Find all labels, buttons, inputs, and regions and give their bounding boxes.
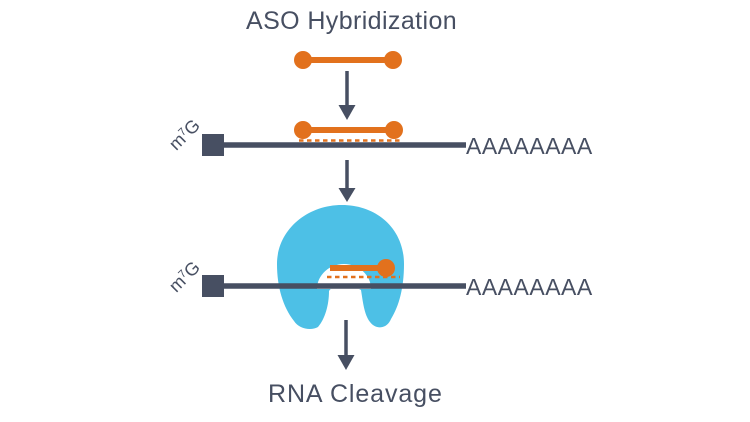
enzyme-cleavage-scene (202, 205, 466, 329)
aso-endpoint-dot-right (384, 51, 402, 69)
down-arrow-icon-2 (338, 160, 356, 202)
diagram-title: ASO Hybridization (246, 7, 458, 35)
arrow-head (337, 355, 355, 370)
poly-a-tail-label-bottom: AAAAAAAA (466, 274, 593, 300)
aso-endpoint-dot-right (377, 259, 395, 277)
down-arrow-icon-3 (337, 320, 355, 370)
aso-oligo-free (294, 51, 402, 69)
aso-endpoint-dot-left (294, 51, 312, 69)
m7g-cap-square (202, 134, 224, 156)
aso-endpoint-dot-right (385, 121, 403, 139)
arrow-head (338, 105, 356, 120)
down-arrow-icon-1 (338, 71, 356, 120)
poly-a-tail-label-top: AAAAAAAA (466, 133, 593, 159)
aso-endpoint-dot-left (294, 121, 312, 139)
m7g-cap-square (202, 275, 224, 297)
arrow-head (338, 188, 356, 202)
mrna-strand-top (202, 121, 466, 156)
rna-cleavage-label: RNA Cleavage (268, 380, 443, 408)
